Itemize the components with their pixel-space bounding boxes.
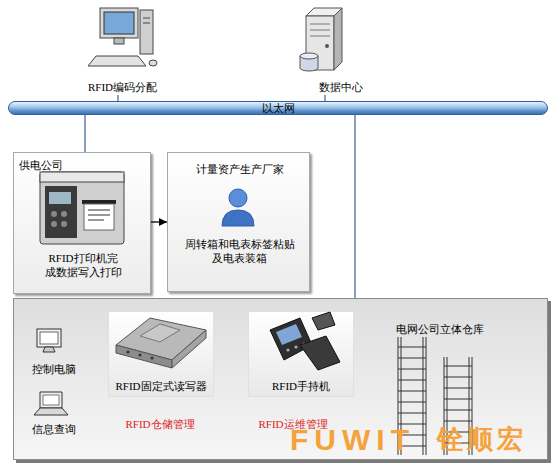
computer-icon xyxy=(104,12,134,34)
factory-box: 计量资产生产厂家周转箱和电表标签粘贴及电表装箱 xyxy=(167,152,310,292)
laptop-icon xyxy=(40,392,62,408)
printer-icon xyxy=(82,200,116,204)
reader-device xyxy=(116,345,172,368)
person-icon xyxy=(222,189,254,226)
node-text: 控制电脑 xyxy=(29,362,79,376)
computer-icon xyxy=(100,8,138,38)
laptop-icon xyxy=(34,392,68,415)
query-laptop: 信息查询 xyxy=(29,388,79,438)
handheld-device xyxy=(276,324,302,345)
connector xyxy=(117,95,118,101)
handheld-device xyxy=(270,318,312,360)
node-text: RFID打印机完成数据写入打印 xyxy=(44,251,122,279)
handheld-device xyxy=(286,348,289,351)
server-icon xyxy=(306,16,334,70)
server-icon xyxy=(300,53,318,59)
reader-device xyxy=(150,356,153,359)
printer-icon xyxy=(88,215,110,216)
printer-icon xyxy=(49,192,71,204)
node-text: 计量资产生产厂家 xyxy=(176,162,303,176)
server-icon xyxy=(300,56,318,71)
warehouse-shelf xyxy=(444,357,472,455)
laptop-icon xyxy=(34,408,68,415)
printer-icon xyxy=(40,172,124,182)
printer-icon xyxy=(45,186,77,238)
reader-device xyxy=(126,350,129,353)
handheld-device xyxy=(300,336,340,370)
warehouse-box: 电网公司立体仓库控制电脑信息查询 RFID固定式读写器 RFID手持机 xyxy=(13,298,548,460)
printer-icon xyxy=(61,211,67,217)
connector xyxy=(354,115,355,298)
connector xyxy=(324,95,325,101)
server-icon xyxy=(310,36,330,37)
reader-device xyxy=(140,324,180,342)
server-icon xyxy=(325,44,329,48)
reader-device xyxy=(138,353,141,356)
printer-icon xyxy=(40,172,124,244)
node-text: 信息查询 xyxy=(29,422,79,436)
server-icon xyxy=(310,24,330,25)
control-pc-icon xyxy=(37,329,61,347)
control-pc-icon xyxy=(37,329,61,352)
warehouse-shelf xyxy=(398,337,472,455)
node-text: 数据中心 xyxy=(312,80,370,94)
handheld-reader: RFID手持机 xyxy=(248,311,354,397)
node-text: 以太网 xyxy=(9,101,547,115)
node-text: RFID手持机 xyxy=(249,379,353,393)
control-pc-icon xyxy=(43,347,55,352)
computer-node: RFID编码分配 xyxy=(75,2,170,95)
computer-icon xyxy=(143,23,150,24)
handheld-device xyxy=(302,342,305,345)
reader-device xyxy=(172,330,206,368)
company-box: 供电公司 RFID打印机完成数据写入打印 xyxy=(13,152,151,294)
node-text: 电网公司立体仓库 xyxy=(396,322,516,336)
connector xyxy=(151,221,167,222)
printer-icon xyxy=(88,220,104,221)
server-icon xyxy=(310,30,330,31)
reader-device xyxy=(116,318,206,368)
printer-icon xyxy=(84,204,114,230)
handheld-device xyxy=(294,345,297,348)
server-icon xyxy=(300,8,342,71)
person-icon xyxy=(222,210,254,226)
fixed-reader: RFID固定式读写器 xyxy=(108,311,214,397)
printer-icon xyxy=(51,221,57,227)
handheld-device xyxy=(312,312,335,330)
printer-icon xyxy=(40,172,124,244)
server-icon xyxy=(306,8,342,16)
node-text: 供电公司 xyxy=(19,158,109,172)
ethernet-bus: 以太网 xyxy=(8,101,548,115)
node-text: 周转箱和电表标签粘贴及电表装箱 xyxy=(180,237,299,265)
person-icon xyxy=(229,189,247,207)
computer-icon xyxy=(88,56,146,66)
computer-icon xyxy=(114,38,124,44)
control-pc: 控制电脑 xyxy=(29,324,79,376)
server-icon xyxy=(334,8,342,70)
computer-icon xyxy=(140,10,153,54)
computer-icon xyxy=(88,8,157,66)
server-node: 数据中心 xyxy=(290,2,370,95)
node-text: RFID编码分配 xyxy=(75,80,170,94)
printer-icon xyxy=(61,221,67,227)
computer-icon xyxy=(149,60,157,66)
computer-icon xyxy=(143,18,150,19)
printer-icon xyxy=(51,211,57,217)
printer-icon xyxy=(88,210,110,211)
reader-device xyxy=(116,318,206,360)
laptop-icon xyxy=(43,395,59,405)
node-text: RFID固定式读写器 xyxy=(109,379,213,393)
connector xyxy=(84,115,85,152)
control-pc-icon xyxy=(40,332,58,344)
warehouse-shelf xyxy=(398,337,426,455)
handheld-device xyxy=(270,312,340,370)
